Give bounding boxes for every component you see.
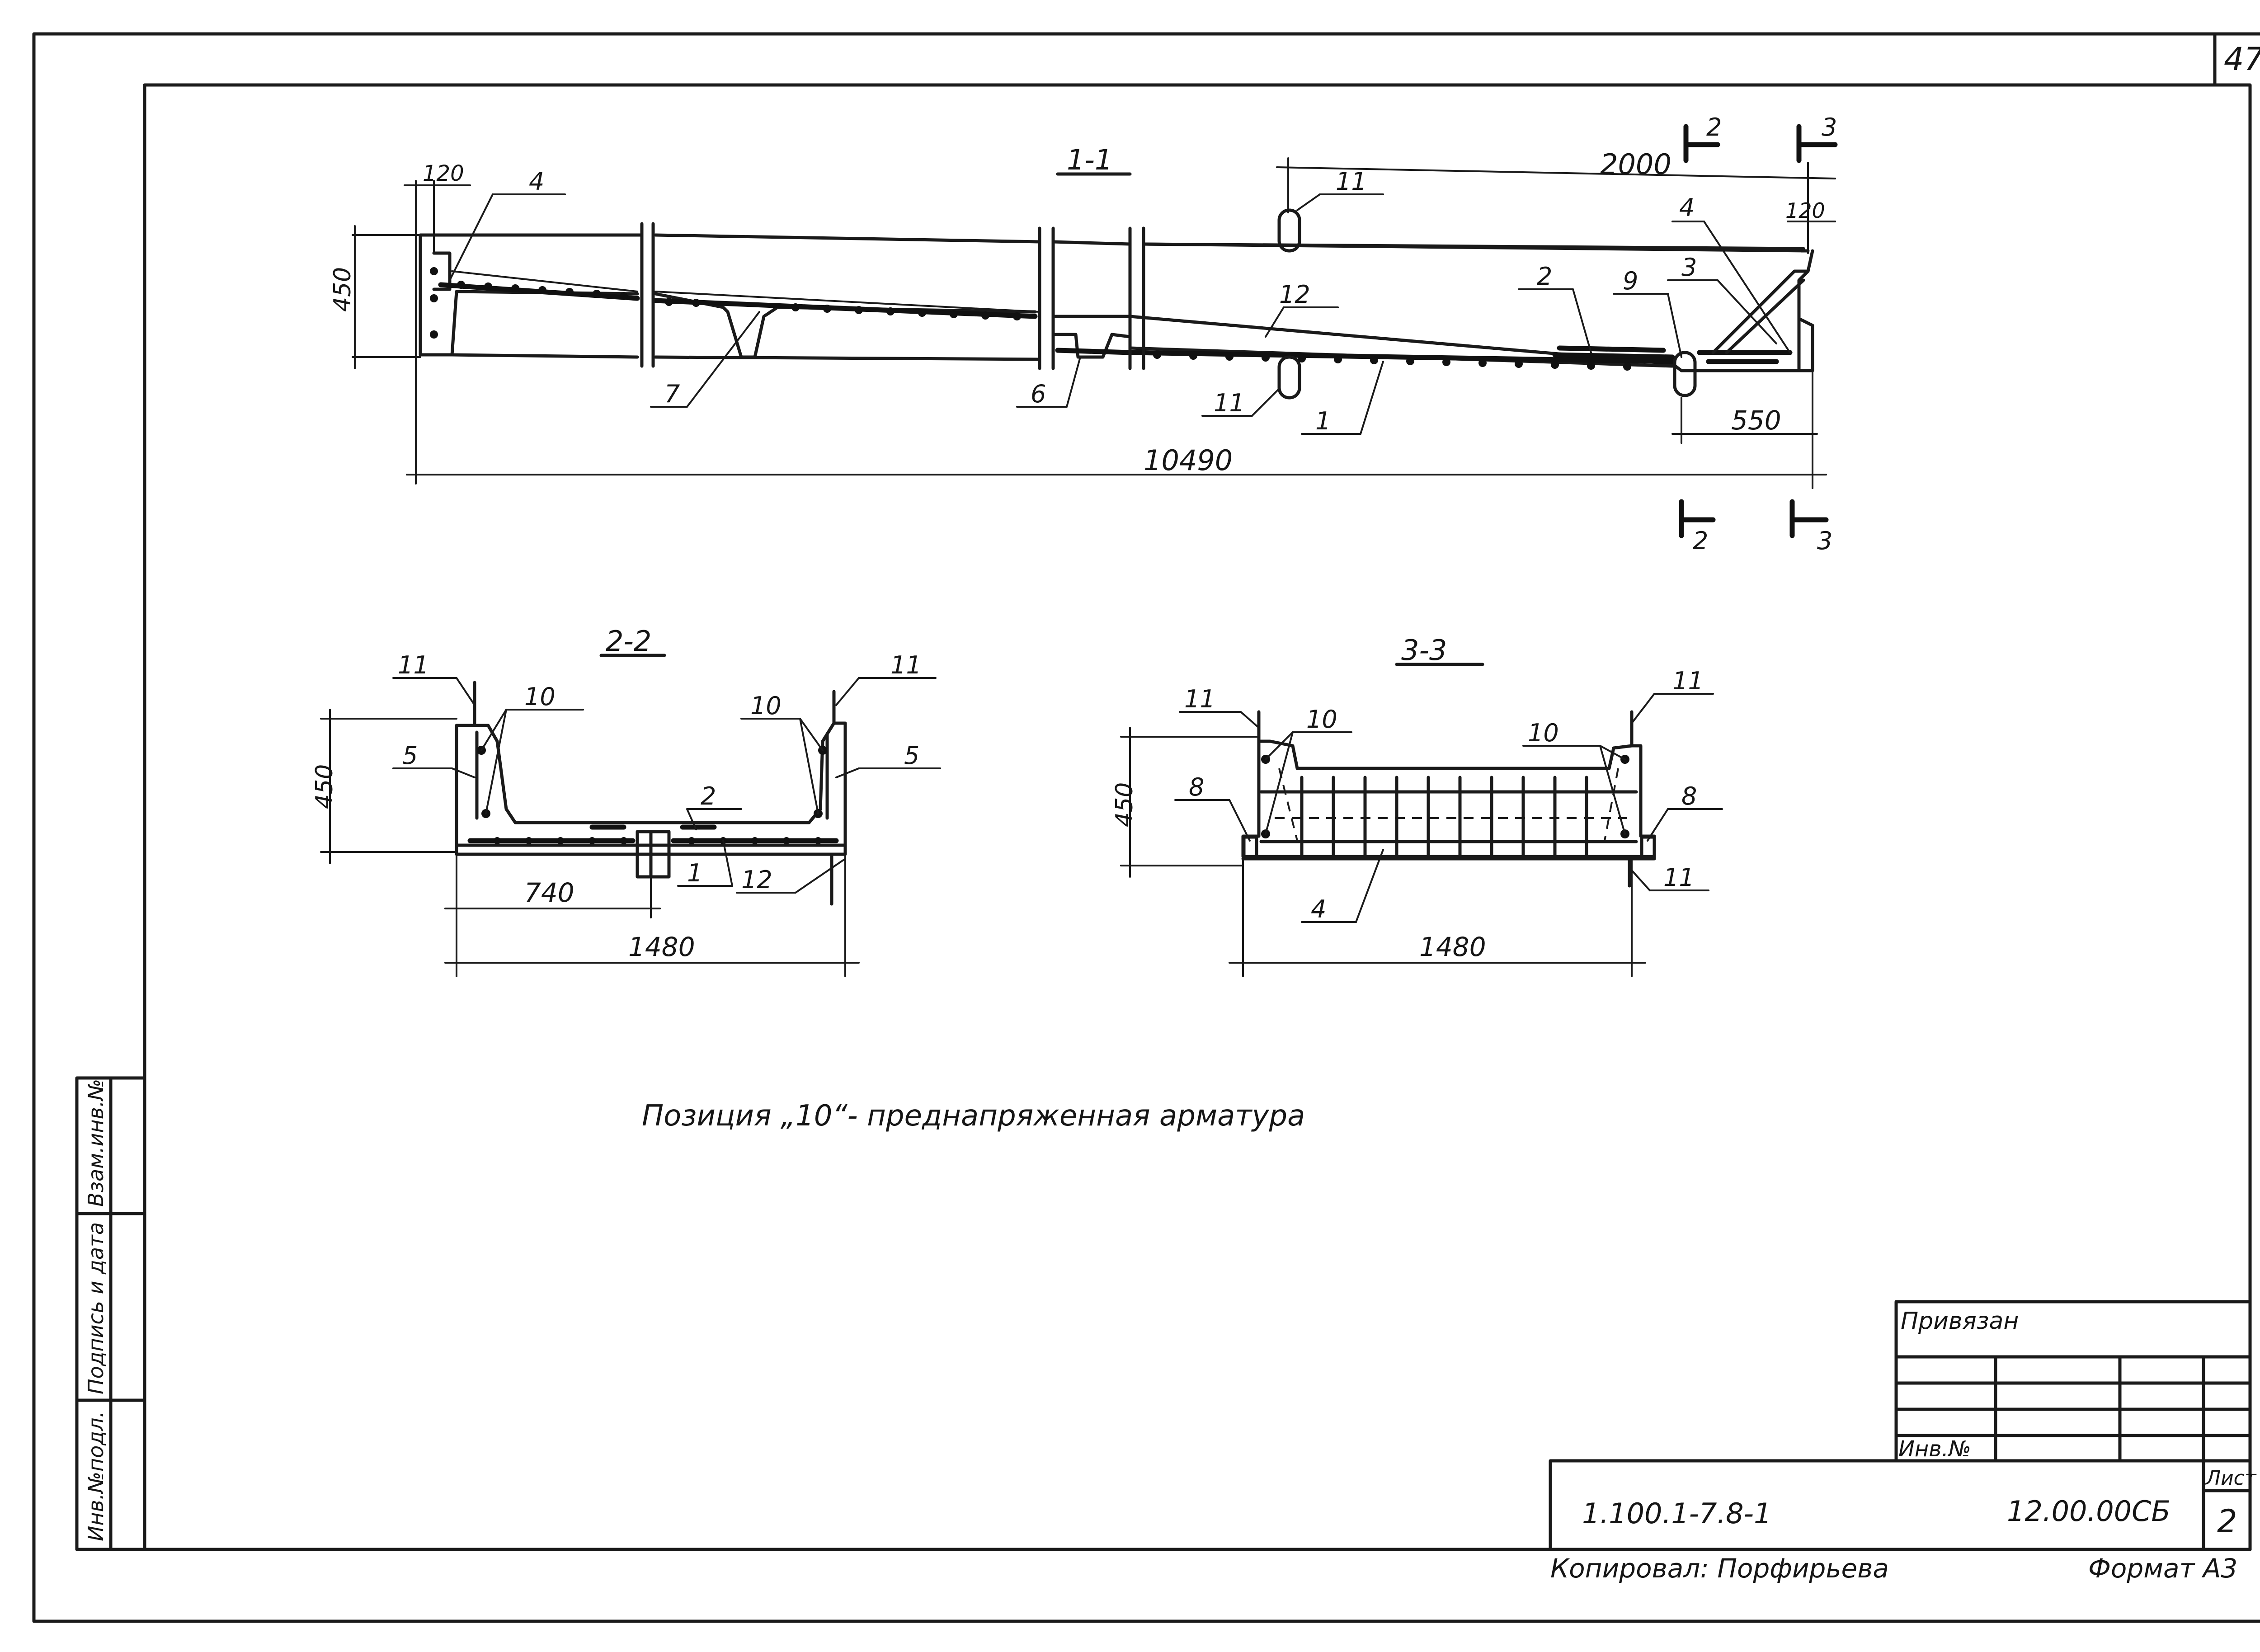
title-block: Привязан Инв.№ 1.100.1-7.8-1 12.00.00СБ … [1549,1300,2257,1551]
callout-3-3-8-left: 8 [1189,773,1204,801]
callout-3-3-10-right: 10 [1528,719,1559,747]
side-inv-podl: Инв.№подл. [84,1411,108,1541]
callout-1: 1 [1315,407,1331,435]
note-text: Позиция „10“- преднапряженная арматура [642,1099,1305,1133]
tb-attached: Привязан [1901,1308,2019,1335]
cut-2-top: 2 [1706,113,1722,141]
callout-11-bottom: 11 [1214,389,1245,417]
dim-2-2-width: 1480 [628,932,695,962]
callout-3-3-8-right: 8 [1681,782,1697,810]
callout-3: 3 [1681,253,1697,282]
tb-sheet: 2 [2217,1503,2237,1540]
callout-9: 9 [1623,267,1638,295]
callout-3-3-11-left: 11 [1184,685,1215,713]
tb-code: 12.00.00СБ [2007,1495,2171,1528]
callout-2-2-11-left: 11 [398,651,429,679]
dim-3-3-width: 1480 [1419,932,1486,962]
callout-3-3-11-bottom: 11 [1663,863,1695,892]
cut-3-top: 3 [1822,113,1837,141]
section-3-3: 3-3 450 1480 11 10 [1111,634,1723,977]
title-2-2: 2-2 [606,625,651,658]
inner-frame [143,83,2252,1551]
callout-4-left: 4 [529,167,544,196]
section-2-2: 2-2 450 740 1480 [311,625,941,977]
section-1-1: 1-1 [329,113,1838,555]
callout-11-top: 11 [1336,167,1367,196]
tb-sheet-label: Лист [2205,1467,2257,1490]
callout-4-right: 4 [1679,193,1695,222]
dim-1-1-right: 2000 [1600,148,1671,181]
tb-series: 1.100.1-7.8-1 [1582,1497,1771,1530]
side-vzam-inv: Взам.инв.№ [84,1079,108,1207]
callout-3-3-4: 4 [1311,895,1326,923]
side-sign-date: Подпись и дата [84,1222,108,1394]
cut-3-bottom: 3 [1817,527,1832,555]
title-3-3: 3-3 [1401,634,1447,667]
callout-3-3-10-left: 10 [1306,705,1337,734]
callout-2: 2 [1537,262,1552,291]
callout-3-3-11-right: 11 [1672,667,1704,695]
callout-2-2-11-right: 11 [890,651,922,679]
cut-2-bottom: 2 [1693,527,1708,555]
callout-2-2-12: 12 [741,866,772,894]
callout-12: 12 [1279,280,1310,309]
callout-2-2-10-left: 10 [524,682,556,711]
footer-copied: Копировал: Порфирьева [1550,1553,1889,1584]
outer-frame [32,32,2260,1623]
dim-1-1-length: 10490 [1144,444,1233,477]
dim-2-2-height: 450 [311,764,338,809]
callout-2-2-5-left: 5 [402,741,418,770]
callout-2-2-1: 1 [687,859,702,887]
callout-2-2-2: 2 [701,782,716,810]
sheet-number: 47 [2224,41,2260,78]
tb-inv-no: Инв.№ [1898,1436,1971,1462]
dim-3-3-height: 450 [1111,782,1138,827]
title-1-1: 1-1 [1067,143,1112,176]
callout-2-2-5-right: 5 [904,741,919,770]
callout-6: 6 [1031,380,1046,408]
callout-7: 7 [664,380,680,408]
dim-1-1-right-end: 120 [1785,198,1825,223]
side-stamp: Инв.№подл. Подпись и дата Взам.инв.№ [75,1076,146,1551]
footer-format: Формат А3 [2088,1553,2237,1584]
dim-1-1-end: 550 [1731,405,1781,436]
dim-2-2-half: 740 [524,877,574,908]
dim-1-1-height: 450 [329,267,356,312]
callout-2-2-10-right: 10 [750,692,782,720]
dim-1-1-left-end: 120 [423,161,464,186]
